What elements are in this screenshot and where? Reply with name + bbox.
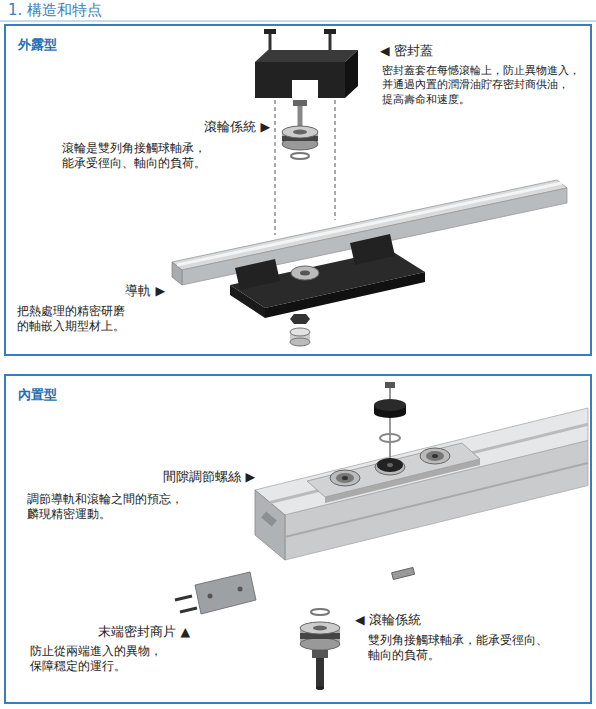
roller	[300, 609, 340, 690]
roller	[300, 638, 340, 650]
part-label: 滾輪係統 ▶	[204, 119, 270, 135]
roller-cap	[385, 382, 395, 388]
cap-screw	[324, 29, 336, 34]
description-text: 調節導軌和滾輪之間的預忘， 麟現精密運動。	[27, 492, 186, 522]
roller-cap	[374, 399, 406, 411]
eccentric-bushing	[290, 328, 310, 336]
eccentric-bushing	[290, 314, 310, 346]
roller	[282, 126, 318, 159]
seal-cap	[255, 50, 358, 62]
guide-rail	[177, 183, 562, 265]
part-label: ◀ 滾輪係統	[355, 612, 421, 628]
roller	[426, 451, 444, 461]
seal-cap	[255, 62, 345, 98]
roller	[300, 622, 340, 634]
dashed-guide	[275, 100, 335, 235]
guide-rail	[172, 180, 567, 285]
carriage-plate	[300, 271, 310, 276]
roller-cap	[389, 386, 391, 458]
aluminium-profile	[270, 424, 588, 502]
title-rule	[0, 21, 596, 22]
description-text: 雙列角接觸球軸承，能承受徑向、 軸向的負荷。	[368, 633, 550, 663]
roller	[387, 463, 393, 467]
roller-bolt	[293, 100, 307, 106]
roller-bolt	[298, 104, 303, 128]
roller-cap	[380, 434, 400, 442]
part-label: 間隙調節螺絲 ▶	[163, 469, 255, 485]
roller	[316, 658, 324, 688]
roller	[336, 473, 354, 483]
end-seal-plate	[208, 594, 213, 599]
dashed-guide	[335, 100, 336, 220]
description-text: 滾輪是雙列角接觸球軸承， 能承受徑向、軸向的負荷。	[62, 141, 209, 171]
aluminium-profile	[285, 441, 588, 561]
roller	[316, 686, 324, 690]
seal-cap	[255, 50, 358, 98]
cap-screw	[264, 29, 276, 34]
carriage-plate	[291, 266, 319, 280]
part-label: 導軌 ▶	[125, 283, 165, 299]
description-text: 防止從兩端進入的異物， 保障穩定的運行。	[30, 644, 166, 674]
aluminium-profile	[255, 408, 588, 560]
eccentric-bushing	[290, 314, 310, 324]
carriage-plate	[265, 272, 425, 318]
description-text: 把熱處理的精密研磨 的軸嵌入期型材上。	[17, 304, 130, 334]
end-seal-plate	[180, 608, 197, 612]
roller	[375, 459, 405, 475]
adjust-screw	[392, 567, 415, 579]
roller	[311, 609, 329, 615]
guide-rail	[172, 180, 567, 270]
end-seal-plate	[195, 572, 256, 614]
roller-bolt	[293, 100, 307, 128]
panel-heading: 內置型	[18, 386, 57, 404]
roller	[312, 650, 328, 658]
roller	[342, 476, 348, 480]
roller	[293, 130, 307, 135]
part-label: 末端密封商片 ▲	[98, 624, 190, 640]
roller	[282, 126, 318, 138]
end-seal-plate	[175, 596, 192, 600]
roller	[432, 454, 438, 458]
roller-cap	[374, 382, 406, 458]
end-seal-plate	[175, 572, 256, 614]
roller	[291, 153, 309, 159]
panel-heading: 外露型	[18, 36, 57, 54]
carriage-plate	[230, 285, 265, 318]
eccentric-bushing	[290, 338, 310, 346]
page-title: 1. 構造和特点	[8, 1, 102, 20]
seal-cap	[235, 259, 280, 290]
seal-cap	[350, 234, 395, 265]
part-label: ◀ 密封蓋	[380, 43, 433, 59]
carriage-plate	[307, 443, 480, 503]
carriage-plate	[307, 443, 480, 497]
description-text: 密封蓋套在每憾滾輪上，防止異物進入， 并通過內置的潤滑油貯存密封商供油， 提高壽…	[382, 64, 587, 107]
aluminium-profile	[261, 511, 277, 526]
carriage-plate	[325, 459, 480, 503]
roller	[330, 470, 360, 486]
seal-cap	[345, 50, 358, 98]
dashed-guide	[275, 100, 276, 235]
roller	[313, 626, 327, 631]
seal-cap	[235, 234, 395, 290]
end-seal-plate	[238, 587, 243, 592]
adjust-screw	[392, 567, 415, 579]
roller	[377, 458, 403, 472]
roller	[420, 448, 450, 464]
